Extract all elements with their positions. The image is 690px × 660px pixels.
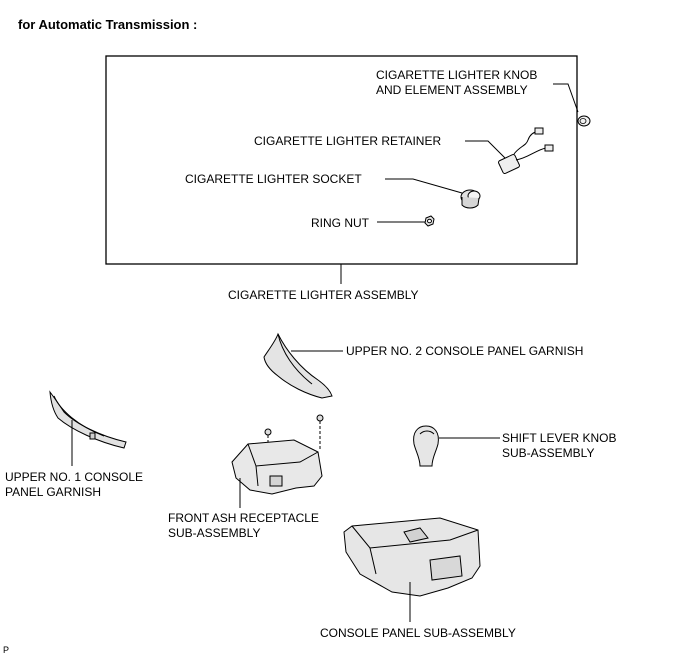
console-panel-part — [343, 517, 481, 622]
cigarette-lighter-retainer-part — [498, 127, 554, 174]
cigarette-lighter-socket-label: CIGARETTE LIGHTER SOCKET — [185, 172, 362, 186]
cigarette-lighter-socket-part — [460, 189, 481, 209]
shift-lever-knob-label-line1: SHIFT LEVER KNOB — [502, 431, 617, 445]
console-panel-label: CONSOLE PANEL SUB-ASSEMBLY — [320, 626, 516, 640]
cigarette-lighter-knob-part — [577, 115, 591, 127]
upper-no2-console-panel-garnish-label: UPPER NO. 2 CONSOLE PANEL GARNISH — [346, 344, 584, 358]
upper-no1-console-panel-garnish-label-line2: PANEL GARNISH — [5, 485, 102, 499]
diagram-title: for Automatic Transmission : — [18, 17, 198, 32]
shift-lever-knob-part — [413, 425, 500, 467]
front-ash-receptacle-label-line2: SUB-ASSEMBLY — [168, 526, 261, 540]
corner-mark: P — [3, 645, 10, 655]
socket-leader-line — [385, 178, 463, 194]
front-ash-receptacle-label-line1: FRONT ASH RECEPTACLE — [168, 511, 319, 525]
front-ash-receptacle-part — [231, 439, 323, 508]
cigarette-lighter-assembly-label: CIGARETTE LIGHTER ASSEMBLY — [228, 288, 419, 302]
cigarette-lighter-knob-label-line2: AND ELEMENT ASSEMBLY — [376, 83, 528, 97]
upper-no2-console-panel-garnish-part — [263, 332, 343, 399]
retainer-leader-line — [465, 140, 506, 159]
ring-nut-label: RING NUT — [311, 216, 369, 230]
cigarette-lighter-retainer-label: CIGARETTE LIGHTER RETAINER — [254, 134, 442, 148]
cigarette-lighter-knob-label-line1: CIGARETTE LIGHTER KNOB — [376, 68, 538, 82]
ring-nut-part — [424, 215, 435, 227]
shift-lever-knob-label-line2: SUB-ASSEMBLY — [502, 446, 595, 460]
upper-no1-console-panel-garnish-label-line1: UPPER NO. 1 CONSOLE — [5, 470, 144, 484]
upper-no1-console-panel-garnish-part — [49, 390, 127, 466]
knob-leader-line — [553, 83, 579, 113]
